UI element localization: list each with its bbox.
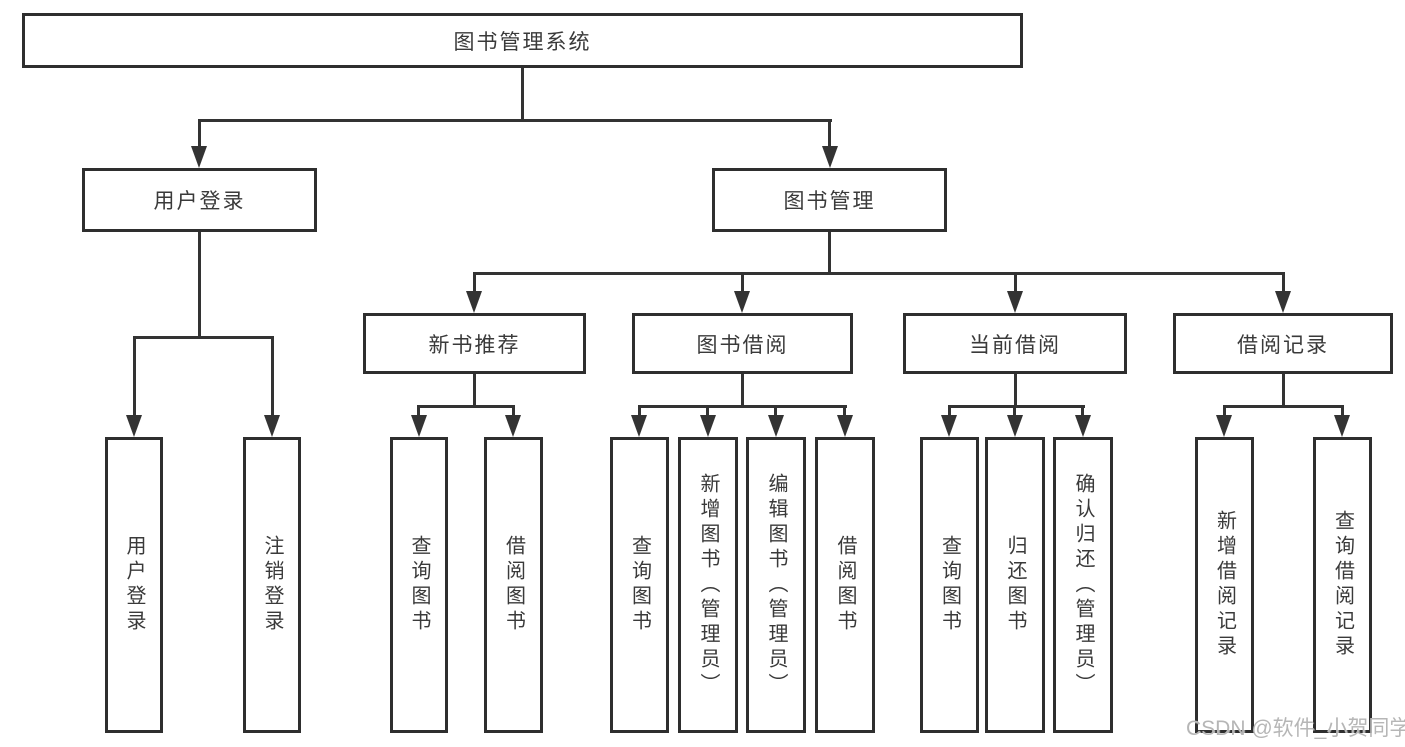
arrow-down-icon	[1007, 291, 1023, 313]
connector-stem	[843, 405, 846, 421]
connector-branch-current	[948, 405, 1085, 408]
arrow-down-icon	[700, 415, 716, 437]
arrow-down-icon	[191, 146, 207, 168]
arrow-down-icon	[1275, 291, 1291, 313]
connector-stem	[271, 336, 274, 420]
connector-stem	[1014, 374, 1017, 408]
leaf-label: 查询图书	[628, 535, 651, 635]
connector-stem	[1341, 405, 1344, 421]
connector-stem	[198, 232, 201, 339]
connector-stem	[417, 405, 420, 421]
leaf-label: 注销登录	[261, 535, 283, 635]
leaf-borrow-edit-admin: 编辑图书（管理员）	[746, 437, 806, 733]
node-label: 图书借阅	[696, 333, 789, 357]
arrow-down-icon	[837, 415, 853, 437]
arrow-down-icon	[1334, 415, 1350, 437]
connector-branch-borrow	[638, 405, 847, 408]
leaf-logout: 注销登录	[243, 437, 301, 733]
connector-stem	[1223, 405, 1226, 421]
connector-stem	[1282, 272, 1285, 296]
leaf-newbook-query: 查询图书	[390, 437, 448, 733]
connector-stem	[948, 405, 951, 421]
connector-stem	[473, 374, 476, 408]
leaf-record-query: 查询借阅记录	[1313, 437, 1372, 733]
node-book-management: 图书管理	[712, 168, 947, 232]
leaf-label: 查询借阅记录	[1331, 510, 1354, 660]
arrow-down-icon	[505, 415, 521, 437]
node-book-borrowing: 图书借阅	[632, 313, 853, 374]
arrow-down-icon	[411, 415, 427, 437]
watermark: CSDN @软件_小贺同学	[1186, 717, 1405, 740]
arrow-down-icon	[1007, 415, 1023, 437]
node-label: 当前借阅	[969, 333, 1061, 357]
leaf-label: 用户登录	[123, 535, 145, 635]
connector-stem	[741, 272, 744, 296]
connector-stem	[828, 232, 831, 275]
connector-stem	[1014, 272, 1017, 296]
node-label: 用户登录	[153, 190, 246, 213]
connector-stem	[512, 405, 515, 421]
leaf-label: 归还图书	[1004, 535, 1026, 635]
arrow-down-icon	[822, 146, 838, 168]
arrow-down-icon	[126, 415, 142, 437]
arrow-down-icon	[734, 291, 750, 313]
arrow-down-icon	[1075, 415, 1091, 437]
connector-stem	[774, 405, 777, 421]
node-label: 图书管理系统	[453, 30, 592, 54]
leaf-current-confirm-admin: 确认归还（管理员）	[1053, 437, 1113, 733]
leaf-borrow-query: 查询图书	[610, 437, 669, 733]
connector-stem	[1282, 374, 1285, 408]
leaf-record-add: 新增借阅记录	[1195, 437, 1254, 733]
arrow-down-icon	[1216, 415, 1232, 437]
arrow-down-icon	[631, 415, 647, 437]
connector-stem	[133, 336, 136, 420]
node-user-login: 用户登录	[82, 168, 317, 232]
connector-stem	[1081, 405, 1084, 421]
arrow-down-icon	[264, 415, 280, 437]
connector-stem	[741, 374, 744, 408]
leaf-current-query: 查询图书	[920, 437, 979, 733]
connector-stem	[828, 119, 831, 151]
connector-stem	[473, 272, 476, 296]
connector-branch-level3	[473, 272, 1285, 275]
connector-branch-newbook	[418, 405, 515, 408]
leaf-label: 查询图书	[938, 535, 961, 635]
arrow-down-icon	[941, 415, 957, 437]
node-label: 新书推荐	[428, 333, 521, 357]
leaf-borrow-add-admin: 新增图书（管理员）	[678, 437, 738, 733]
leaf-label: 编辑图书（管理员）	[765, 472, 787, 698]
leaf-label: 确认归还（管理员）	[1072, 472, 1094, 698]
leaf-label: 借阅图书	[502, 535, 525, 635]
leaf-newbook-borrow: 借阅图书	[484, 437, 543, 733]
node-new-book-recommend: 新书推荐	[363, 313, 586, 374]
connector-stem	[198, 119, 201, 151]
node-current-borrowing: 当前借阅	[903, 313, 1127, 374]
leaf-label: 查询图书	[408, 535, 430, 635]
connector-branch-user-login	[133, 336, 274, 339]
leaf-label: 新增图书（管理员）	[697, 472, 719, 698]
node-label: 借阅记录	[1237, 333, 1329, 357]
connector-branch-records	[1223, 405, 1344, 408]
arrow-down-icon	[466, 291, 482, 313]
node-label: 图书管理	[783, 190, 876, 213]
connector-stem	[1013, 405, 1016, 421]
leaf-label: 借阅图书	[834, 535, 856, 635]
node-library-system: 图书管理系统	[22, 13, 1023, 68]
leaf-current-return: 归还图书	[985, 437, 1045, 733]
leaf-label: 新增借阅记录	[1213, 510, 1236, 660]
leaf-borrow-borrow: 借阅图书	[815, 437, 875, 733]
connector-branch-level2	[198, 119, 832, 122]
connector-stem	[706, 405, 709, 421]
connector-stem	[638, 405, 641, 421]
leaf-user-login: 用户登录	[105, 437, 163, 733]
arrow-down-icon	[768, 415, 784, 437]
connector-root-stem	[521, 68, 524, 119]
node-borrowing-records: 借阅记录	[1173, 313, 1393, 374]
